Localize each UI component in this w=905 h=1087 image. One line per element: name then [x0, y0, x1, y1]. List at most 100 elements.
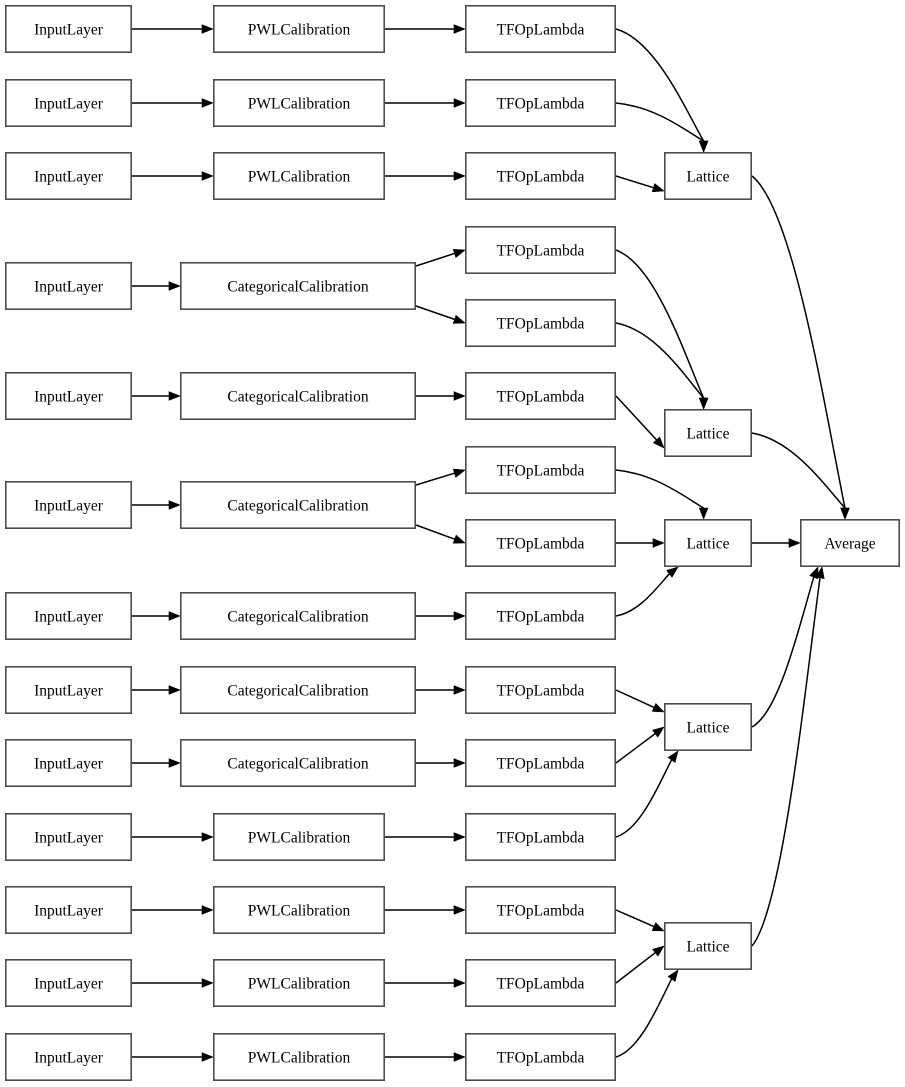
arrowhead [652, 538, 665, 548]
node-box-tfop-lambda [464, 518, 616, 567]
node-in12[interactable]: InputLayer [5, 958, 133, 1007]
node-in9[interactable]: InputLayer [5, 738, 133, 787]
node-op2[interactable]: TFOpLambda [464, 79, 616, 128]
arrowhead [698, 140, 709, 153]
node-cal2[interactable]: PWLCalibration [213, 79, 385, 128]
node-op10[interactable]: TFOpLambda [464, 665, 616, 714]
node-cal12[interactable]: PWLCalibration [213, 958, 385, 1007]
node-cal6[interactable]: CategoricalCalibration [180, 480, 416, 529]
node-label-in7: InputLayer [34, 609, 104, 626]
arrowhead [667, 969, 679, 982]
node-box-categorical-calibration [180, 261, 416, 310]
node-box-input-layer [5, 79, 133, 128]
node-in13[interactable]: InputLayer [5, 1033, 133, 1082]
node-box-input-layer [5, 371, 133, 420]
node-cal3[interactable]: PWLCalibration [213, 152, 385, 201]
node-label-in11: InputLayer [34, 903, 104, 920]
node-label-in6: InputLayer [34, 498, 104, 515]
node-op12[interactable]: TFOpLambda [464, 812, 616, 861]
node-op4[interactable]: TFOpLambda [464, 226, 616, 275]
node-in1[interactable]: InputLayer [5, 5, 133, 54]
arrowhead [788, 538, 801, 548]
node-label-op5: TFOpLambda [497, 316, 585, 333]
node-lat4[interactable]: Lattice [663, 702, 752, 751]
node-in6[interactable]: InputLayer [5, 480, 133, 529]
node-cal13[interactable]: PWLCalibration [213, 1033, 385, 1082]
node-box-tfop-lambda [464, 5, 616, 54]
node-box-tfop-lambda [464, 812, 616, 861]
node-op3[interactable]: TFOpLambda [464, 152, 616, 201]
node-label-in10: InputLayer [34, 830, 104, 847]
node-in11[interactable]: InputLayer [5, 885, 133, 934]
arrowhead [453, 978, 466, 988]
node-label-cal11: PWLCalibration [248, 903, 351, 920]
node-op13[interactable]: TFOpLambda [464, 885, 616, 934]
node-avg[interactable]: Average [799, 518, 900, 567]
node-in10[interactable]: InputLayer [5, 812, 133, 861]
node-op11[interactable]: TFOpLambda [464, 738, 616, 787]
node-box-input-layer [5, 958, 133, 1007]
node-cal9[interactable]: CategoricalCalibration [180, 738, 416, 787]
node-in4[interactable]: InputLayer [5, 261, 133, 310]
node-in3[interactable]: InputLayer [5, 152, 133, 201]
node-box-tfop-lambda [464, 958, 616, 1007]
node-op14[interactable]: TFOpLambda [464, 958, 616, 1007]
node-op15[interactable]: TFOpLambda [464, 1033, 616, 1082]
node-op5[interactable]: TFOpLambda [464, 298, 616, 347]
node-op7[interactable]: TFOpLambda [464, 445, 616, 494]
arrowhead [651, 922, 665, 932]
node-op9[interactable]: TFOpLambda [464, 591, 616, 640]
node-cal1[interactable]: PWLCalibration [213, 5, 385, 54]
node-box-categorical-calibration [180, 738, 416, 787]
edge-op7-to-lat3 [615, 469, 704, 509]
node-box-pwlcalibration [213, 1033, 385, 1082]
node-cal5[interactable]: CategoricalCalibration [180, 371, 416, 420]
node-lat3[interactable]: Lattice [663, 518, 752, 567]
node-label-op14: TFOpLambda [497, 976, 585, 993]
node-box-input-layer [5, 261, 133, 310]
node-in5[interactable]: InputLayer [5, 371, 133, 420]
node-cal7[interactable]: CategoricalCalibration [180, 591, 416, 640]
node-box-input-layer [5, 812, 133, 861]
node-box-tfop-lambda [464, 298, 616, 347]
arrowhead [652, 726, 665, 738]
arrowhead [651, 183, 665, 193]
node-cal8[interactable]: CategoricalCalibration [180, 665, 416, 714]
node-box-pwlcalibration [213, 79, 385, 128]
node-label-in5: InputLayer [34, 389, 104, 406]
node-label-lat1: Lattice [686, 169, 729, 186]
node-box-input-layer [5, 591, 133, 640]
arrowhead [168, 611, 181, 621]
node-box-lattice [663, 152, 752, 201]
node-cal4[interactable]: CategoricalCalibration [180, 261, 416, 310]
node-cal10[interactable]: PWLCalibration [213, 812, 385, 861]
node-in2[interactable]: InputLayer [5, 79, 133, 128]
node-box-tfop-lambda [464, 591, 616, 640]
node-label-cal8: CategoricalCalibration [227, 683, 368, 700]
arrowhead [809, 566, 819, 580]
node-label-lat3: Lattice [686, 536, 729, 553]
node-in8[interactable]: InputLayer [5, 665, 133, 714]
node-label-op11: TFOpLambda [497, 756, 585, 773]
node-op1[interactable]: TFOpLambda [464, 5, 616, 54]
node-label-cal2: PWLCalibration [248, 96, 351, 113]
edge-op14-to-lat5 [615, 952, 656, 984]
node-lat1[interactable]: Lattice [663, 152, 752, 201]
node-op8[interactable]: TFOpLambda [464, 518, 616, 567]
node-box-pwlcalibration [213, 5, 385, 54]
arrowhead [168, 391, 181, 401]
node-label-in1: InputLayer [34, 22, 104, 39]
arrowhead [667, 750, 679, 763]
node-label-op3: TFOpLambda [497, 169, 585, 186]
node-cal11[interactable]: PWLCalibration [213, 885, 385, 934]
arrowhead [666, 566, 679, 578]
node-lat5[interactable]: Lattice [663, 921, 752, 970]
node-box-lattice [663, 408, 752, 457]
node-label-op10: TFOpLambda [497, 683, 585, 700]
node-lat2[interactable]: Lattice [663, 408, 752, 457]
arrowhead [453, 171, 466, 181]
node-in7[interactable]: InputLayer [5, 591, 133, 640]
node-op6[interactable]: TFOpLambda [464, 371, 616, 420]
node-box-pwlcalibration [213, 885, 385, 934]
